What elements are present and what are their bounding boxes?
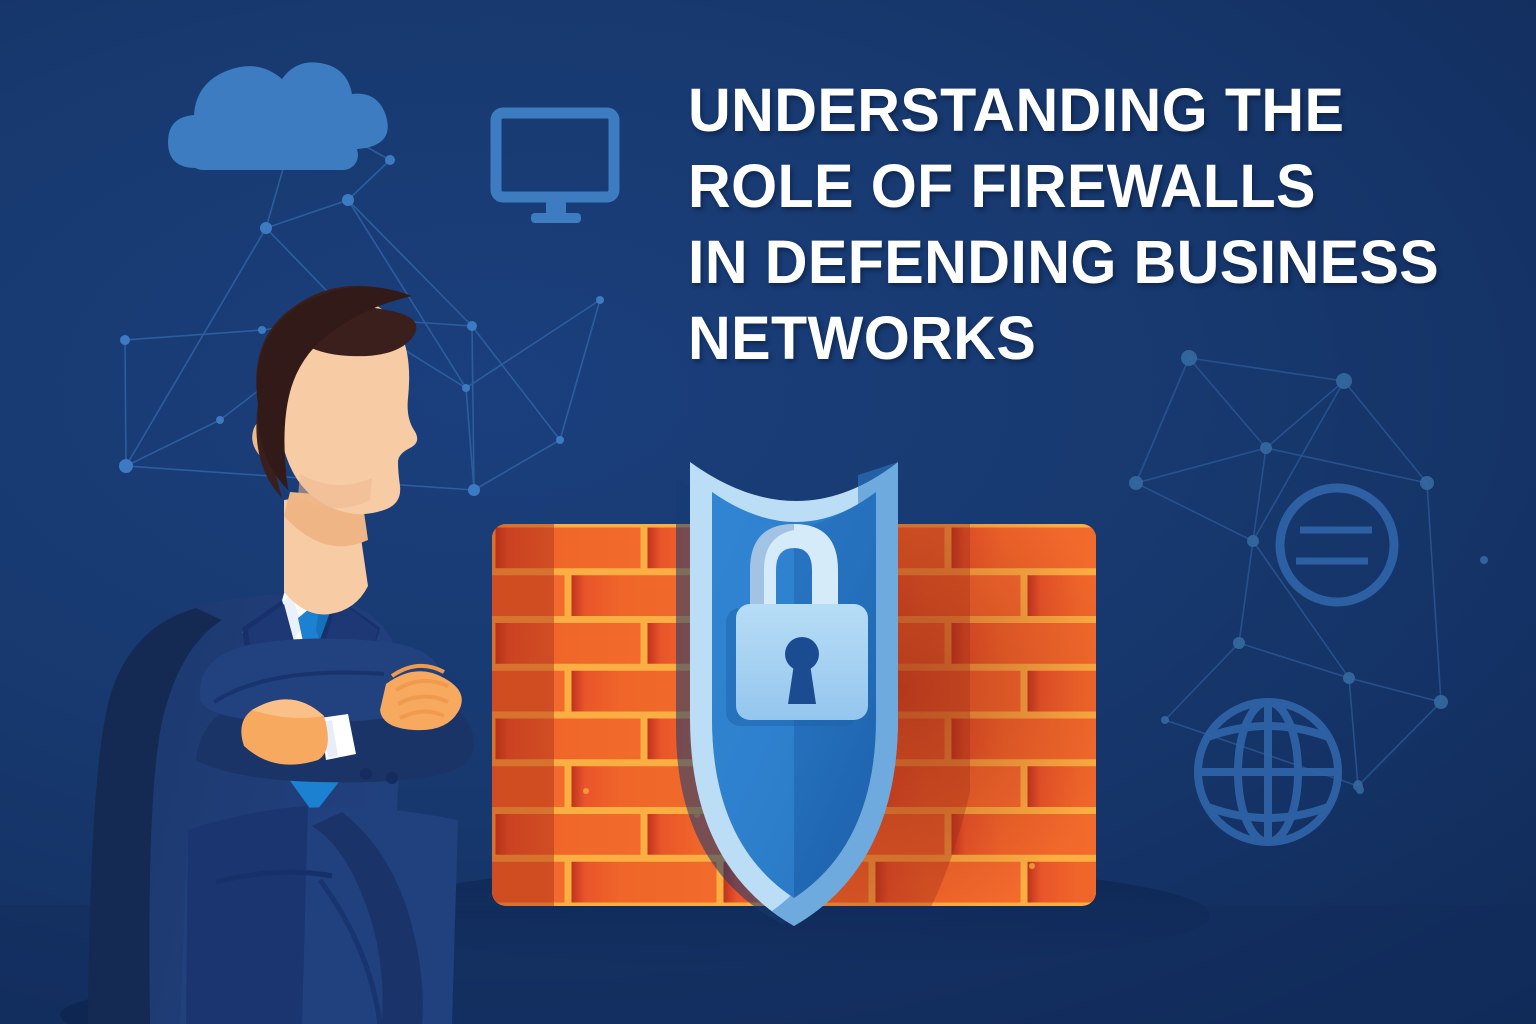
globe-icon xyxy=(1194,698,1342,846)
lock-shackle xyxy=(750,524,838,612)
lock-keyhole xyxy=(785,637,819,704)
server-circle-icon xyxy=(1275,483,1399,607)
hand-fingers xyxy=(380,664,462,731)
cloud-icon xyxy=(168,62,388,170)
monitor-stand-icon xyxy=(531,197,581,223)
suit-buttons xyxy=(360,768,398,784)
